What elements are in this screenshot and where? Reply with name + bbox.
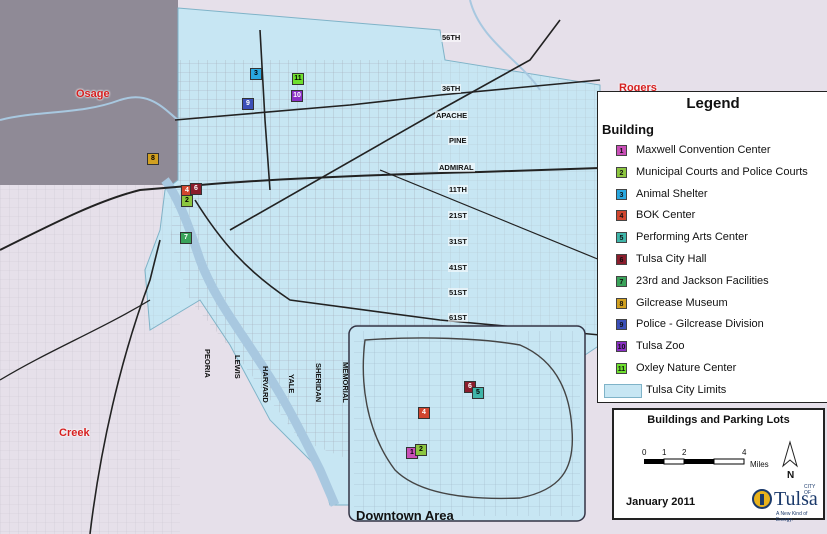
legend-swatch: 10 xyxy=(616,341,627,353)
arkansas-river xyxy=(161,177,340,507)
street-grid xyxy=(170,60,440,460)
highway-75-north xyxy=(259,29,271,191)
marker-3-animal-shelter[interactable]: 3 xyxy=(250,68,262,80)
scale-label-4: 4 xyxy=(742,448,747,457)
creek-water xyxy=(0,96,179,121)
legend-swatch: 6 xyxy=(616,254,627,265)
street-51st: 51ST xyxy=(448,288,468,297)
marker-2-municipal-courts[interactable]: 2 xyxy=(181,195,193,207)
logo-tagline: A New Kind of Energy. xyxy=(776,511,808,523)
legend-group-heading: Building xyxy=(602,122,654,137)
logo-city-of: CITY OF xyxy=(804,484,816,496)
legend-swatch: 1 xyxy=(616,145,627,156)
bird-creek xyxy=(469,0,541,91)
street-36th: 36TH xyxy=(441,84,462,93)
legend-swatch: 2 xyxy=(616,166,627,178)
avenue-memorial: MEMORIAL xyxy=(341,362,350,403)
map-date: January 2011 xyxy=(626,496,696,508)
legend-label: Maxwell Convention Center xyxy=(636,144,771,156)
street-56th: 56TH xyxy=(441,33,462,42)
downtown-grid xyxy=(354,331,580,516)
avenue-peoria: PEORIA xyxy=(203,349,212,378)
legend-swatch: 8 xyxy=(616,297,627,309)
legend-swatch: 11 xyxy=(616,363,627,374)
avenue-harvard: HARVARD xyxy=(261,366,270,403)
marker-7-23rd-jackson[interactable]: 7 xyxy=(180,232,192,244)
legend-label: Performing Arts Center xyxy=(636,231,748,244)
legend-title: Legend xyxy=(686,95,740,112)
avenue-lewis: LEWIS xyxy=(233,355,242,379)
map-info-box: Buildings and Parking Lots 0 1 2 4 Miles… xyxy=(612,408,825,523)
scale-unit-label: Miles xyxy=(750,460,769,469)
map-info-title: Buildings and Parking Lots xyxy=(647,414,790,426)
legend-label: 23rd and Jackson Facilities xyxy=(636,274,769,287)
marker-10-tulsa-zoo[interactable]: 10 xyxy=(291,90,303,102)
creek-turnpike xyxy=(379,169,601,261)
avenue-yale: YALE xyxy=(287,374,296,394)
inset-marker-4-bok-center[interactable]: 4 xyxy=(418,407,430,419)
legend-label: BOK Center xyxy=(636,209,696,222)
marker-9-police-gilcrease[interactable]: 9 xyxy=(242,98,254,110)
scale-label-1: 1 xyxy=(662,448,667,457)
scale-segment-2 xyxy=(663,458,685,465)
marker-8-gilcrease-museum[interactable]: 8 xyxy=(147,153,159,165)
broken-arrow-expressway xyxy=(229,19,561,231)
downtown-loop xyxy=(362,337,574,500)
tulsa-logo-mark xyxy=(760,494,764,505)
street-apache: APACHE xyxy=(435,111,469,120)
scale-segment-3 xyxy=(684,459,714,464)
legend-panel: Legend Building 1 Maxwell Convention Cent… xyxy=(597,91,827,403)
city-limits-label: Tulsa City Limits xyxy=(646,384,727,396)
legend-swatch: 9 xyxy=(616,319,627,331)
west-street-grid xyxy=(0,185,180,534)
inset-marker-5-performing-arts[interactable]: 5 xyxy=(472,387,484,399)
inset-marker-2-municipal-courts[interactable]: 2 xyxy=(415,444,427,456)
highway-75-south xyxy=(89,239,161,534)
street-admiral: ADMIRAL xyxy=(438,163,475,172)
street-pine: PINE xyxy=(448,136,468,145)
east-street-grid xyxy=(440,60,600,330)
marker-11-oxley-nature-center[interactable]: 11 xyxy=(292,73,304,85)
legend-swatch: 7 xyxy=(616,275,627,287)
scale-label-0: 0 xyxy=(642,448,647,457)
legend-label: Police - Gilcrease Division xyxy=(636,318,764,331)
scale-segment-1 xyxy=(644,459,664,464)
legend-label: Animal Shelter xyxy=(636,187,708,200)
scale-and-north-graphics xyxy=(644,440,798,509)
legend-label: Gilcrease Museum xyxy=(636,296,728,309)
highway-11 xyxy=(174,79,601,121)
legend-swatch: 3 xyxy=(616,188,627,200)
scale-label-2: 2 xyxy=(682,448,687,457)
legend-label: Tulsa City Hall xyxy=(636,253,707,265)
highway-412 xyxy=(0,299,151,381)
highway-44 xyxy=(194,199,601,336)
street-61st: 61ST xyxy=(448,313,468,322)
north-label: N xyxy=(787,470,795,481)
legend-swatch: 5 xyxy=(616,232,627,244)
legend-label: Oxley Nature Center xyxy=(636,362,737,374)
downtown-area-label: Downtown Area xyxy=(356,508,454,523)
highway-244 xyxy=(0,167,601,251)
osage-county-label: Osage xyxy=(76,88,110,100)
legend-swatch: 4 xyxy=(616,210,627,222)
street-31st: 31ST xyxy=(448,237,468,246)
street-41st: 41ST xyxy=(448,263,468,272)
osage-county-area xyxy=(0,0,178,185)
legend-label: Municipal Courts and Police Courts xyxy=(636,165,808,178)
city-limits-swatch xyxy=(604,384,642,398)
north-arrow-icon xyxy=(782,440,798,468)
marker-6-city-hall[interactable]: 6 xyxy=(190,183,202,195)
legend-label: Tulsa Zoo xyxy=(636,340,685,353)
logo-tulsa: Tulsa xyxy=(774,488,818,510)
avenue-sheridan: SHERIDAN xyxy=(314,363,323,403)
creek-county-label: Creek xyxy=(59,427,90,439)
scale-segment-4 xyxy=(713,458,745,465)
street-21st: 21ST xyxy=(448,211,468,220)
street-11th: 11TH xyxy=(448,185,468,194)
